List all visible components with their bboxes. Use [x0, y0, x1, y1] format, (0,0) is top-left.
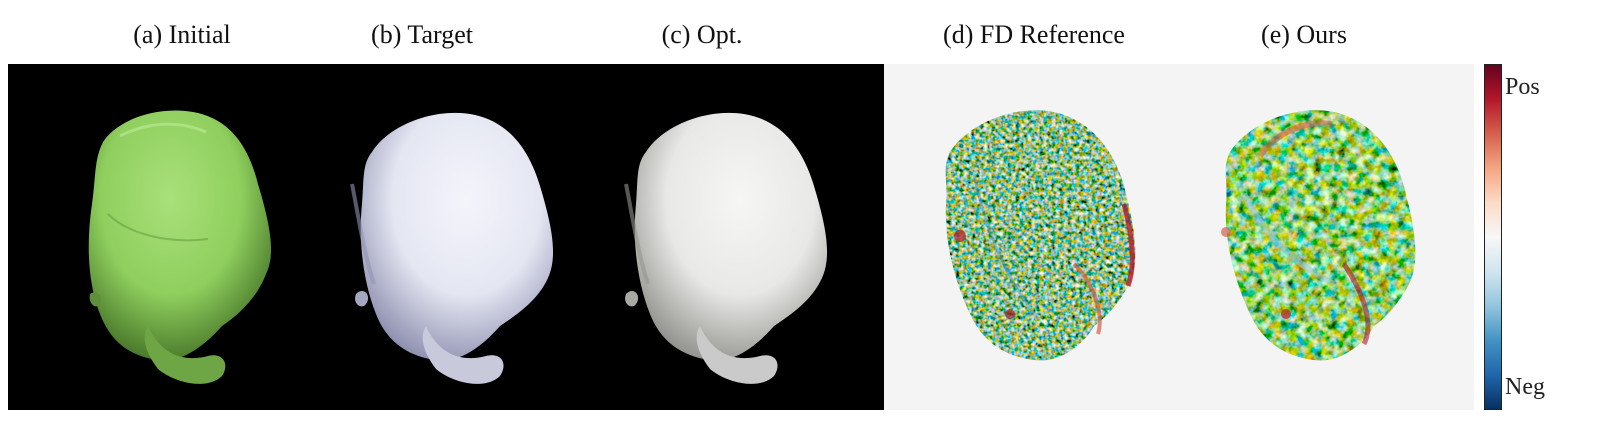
fd-reference-gradient-image: [945, 110, 1136, 361]
gradient-colorbar: [1484, 64, 1502, 410]
caption-ours: (e) Ours: [1261, 20, 1347, 49]
initial-render-image: [88, 110, 272, 384]
panel-ours-gradient: [1164, 64, 1474, 410]
panel-opt-render: [590, 64, 884, 410]
panel-target-render: [292, 64, 590, 410]
colorbar-pos-label: Pos: [1505, 74, 1540, 100]
caption-opt: (c) Opt.: [661, 20, 743, 49]
colorbar-neg-label: Neg: [1505, 374, 1545, 400]
ours-gradient-image: [1221, 110, 1416, 361]
caption-fd-reference: (d) FD Reference: [943, 20, 1125, 49]
caption-initial: (a) Initial: [133, 20, 231, 49]
panel-initial-render: [8, 64, 292, 410]
opt-render-image: [624, 112, 828, 384]
caption-target: (b) Target: [371, 20, 473, 49]
target-render-image: [350, 112, 554, 384]
panel-fd-reference-gradient: [884, 64, 1164, 410]
